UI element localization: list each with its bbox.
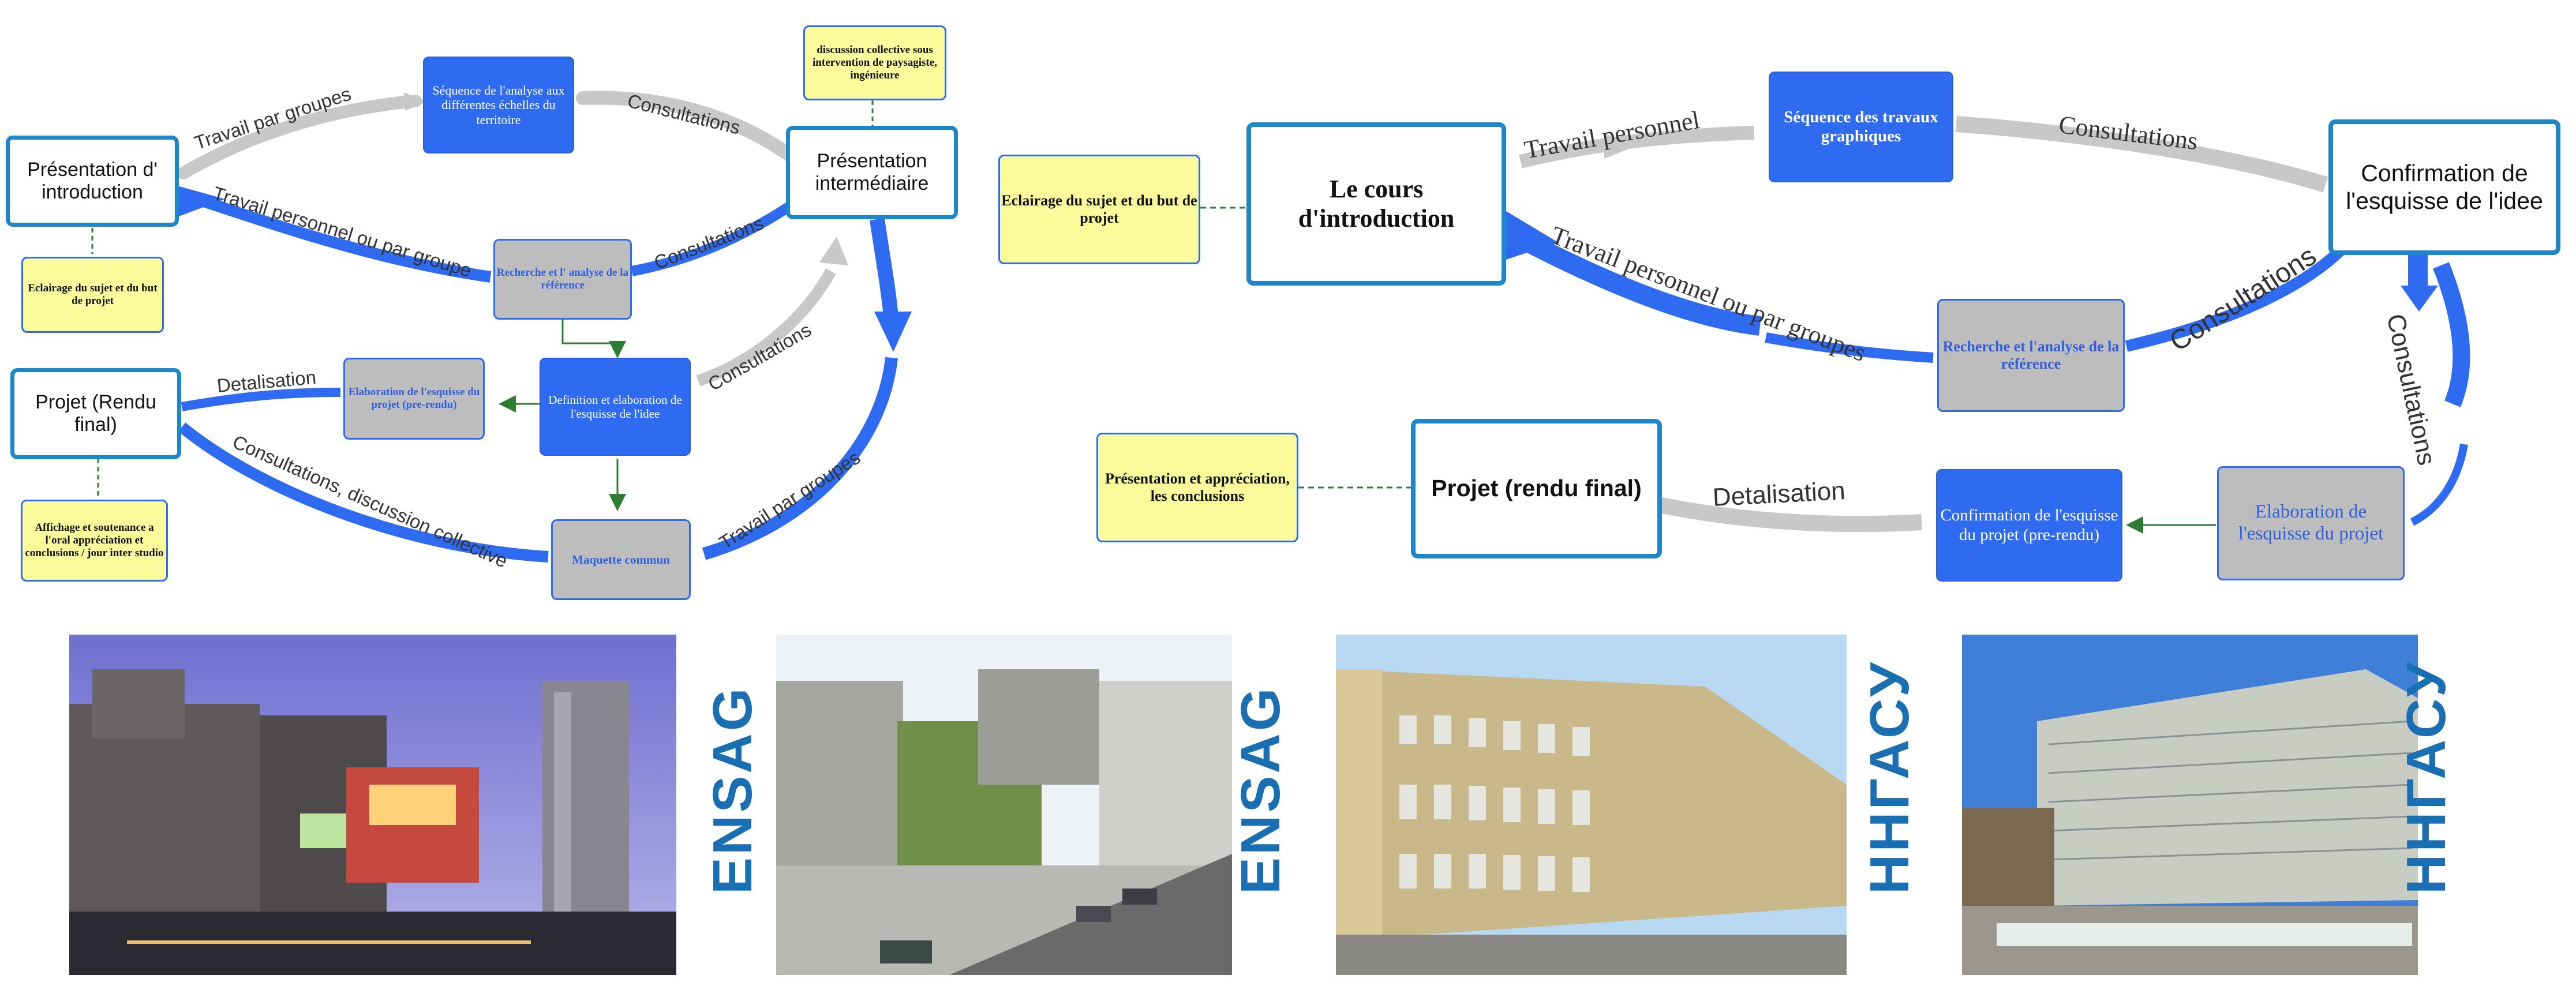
arrow-consultations-right-vertical xyxy=(2433,262,2470,407)
school-label-3: ННГАСУ xyxy=(1859,660,1920,894)
arrow-head xyxy=(2401,286,2438,312)
building-dusk-illustration xyxy=(69,635,676,975)
classical-facade-illustration xyxy=(1336,635,1847,975)
arrow-head xyxy=(173,185,225,216)
node-discussion-collective: discussion collective sous intervention … xyxy=(803,25,946,100)
photo-ensag-building-dusk xyxy=(69,635,676,975)
node-sequence-travaux: Séquence des travaux graphiques xyxy=(1769,72,1953,182)
street-view-illustration xyxy=(776,635,1232,975)
node-sequence-analyse: Séquence de l'analyse aux différentes éc… xyxy=(423,57,574,153)
node-elaboration-left: Elaboration de l'esquisse du projet (pre… xyxy=(343,358,485,440)
arrow-travail-personnel xyxy=(1519,126,1755,168)
node-recherche-right: Recherche et l'analyse de la référence xyxy=(1937,299,2125,412)
node-cours-intro: Le cours d'introduction xyxy=(1246,122,1506,286)
node-presentation-appreciation: Présentation et appréciation, les conclu… xyxy=(1096,433,1298,542)
arrow-consultations-right-top xyxy=(1956,116,2328,193)
school-label-2: ENSAG xyxy=(1230,685,1291,894)
photo-nngasu-classical xyxy=(1336,635,1847,975)
office-block-illustration xyxy=(1962,635,2418,975)
arrow-detalisation xyxy=(181,388,341,411)
arrow-head xyxy=(404,92,427,111)
arrow-head xyxy=(1500,208,1558,260)
node-confirmation-idee: Confirmation de l'esquisse de l'idee xyxy=(2328,119,2560,255)
school-label-4: ННГАСУ xyxy=(2395,660,2457,894)
node-eclairage-right: Eclairage du sujet et du but de projet xyxy=(998,155,1200,264)
arrow-curve-to-elaboration xyxy=(2410,443,2468,526)
node-presentation-intermediaire: Présentation intermédiaire xyxy=(786,126,958,219)
node-maquette: Maquette commun xyxy=(551,519,691,600)
node-recherche-left: Recherche et l' analyse de la référence xyxy=(493,239,632,320)
photo-nngasu-modern xyxy=(1962,635,2418,975)
arrow-consultations-low xyxy=(696,268,836,387)
node-eclairage-left: Eclairage du sujet et du but de projet xyxy=(21,257,164,333)
arrow-head xyxy=(874,312,912,352)
arrow-consultations-right-mid xyxy=(2125,243,2347,352)
node-presentation-intro: Présentation d' introduction xyxy=(6,136,179,227)
photo-ensag-street xyxy=(776,635,1232,975)
arrow-travail-perso-groupe xyxy=(177,188,492,283)
node-confirmation-projet: Confirmation de l'esquisse du projet (pr… xyxy=(1936,469,2122,582)
node-definition: Definition et elaboration de l'esquisse … xyxy=(540,358,691,456)
arrow-consultations-top xyxy=(576,91,797,163)
arrow-travail-groupes-bottom xyxy=(702,357,898,560)
school-label-1: ENSAG xyxy=(702,685,763,894)
node-projet-rendu-left: Projet (Rendu final) xyxy=(10,368,181,459)
arrow-travail-perso-groupes-tail xyxy=(1765,332,1934,363)
arrow-consultations-discussion xyxy=(178,422,549,563)
arrow-head xyxy=(1604,133,1633,159)
arrow-travail-groupes-top xyxy=(177,95,422,179)
arrow-detalisation-right xyxy=(1657,497,1922,533)
node-projet-rendu-final: Projet (rendu final) xyxy=(1411,419,1662,558)
arrow-consultations-mid xyxy=(631,197,799,276)
arrow-travail-perso-groupes xyxy=(1502,222,1761,336)
node-elaboration-right: Elaboration de l'esquisse du projet xyxy=(2217,466,2405,580)
arrow-green xyxy=(561,300,626,358)
arrow-head xyxy=(819,237,848,265)
arrow-presentation-down xyxy=(870,218,899,324)
node-affichage: Affichage et soutenance a l'oral appréci… xyxy=(21,500,168,582)
